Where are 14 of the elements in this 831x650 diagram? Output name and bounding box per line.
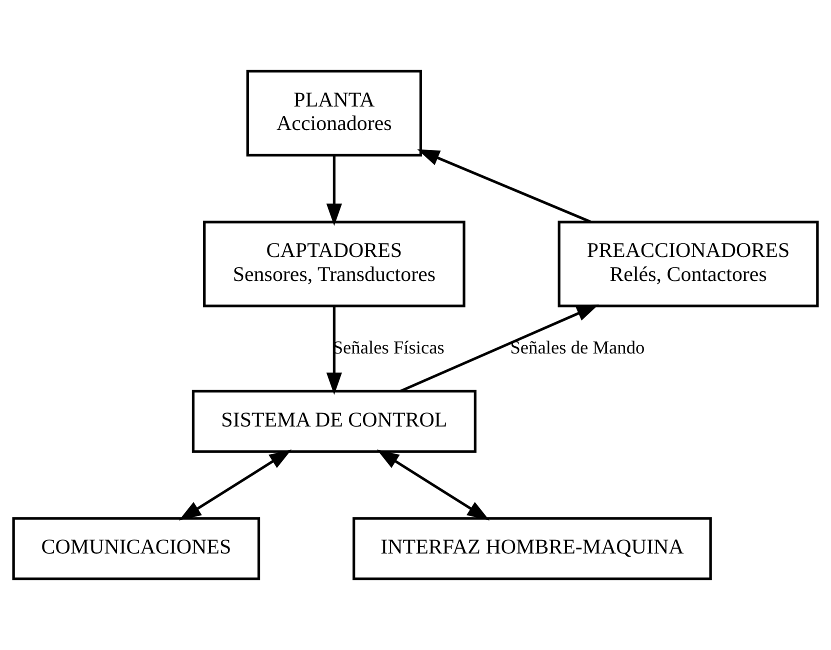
arrow: [326, 155, 342, 226]
arrow: [376, 449, 490, 520]
arrow: [326, 306, 342, 395]
node-box: INTERFAZ HOMBRE-MAQUINA: [352, 517, 712, 580]
arrow: [400, 304, 599, 392]
edge-label: Señales Físicas: [332, 337, 444, 358]
edge-label: Señales de Mando: [510, 337, 645, 358]
arrow: [178, 449, 292, 520]
arrow: [417, 149, 592, 224]
node-box: SISTEMA DE CONTROL: [192, 390, 476, 453]
node-box: PREACCIONADORES Relés, Contactores: [558, 220, 819, 308]
node-box: CAPTADORES Sensores, Transductores: [203, 220, 466, 308]
node-box: COMUNICACIONES: [12, 517, 260, 580]
node-box: PLANTA Accionadores: [246, 70, 422, 156]
